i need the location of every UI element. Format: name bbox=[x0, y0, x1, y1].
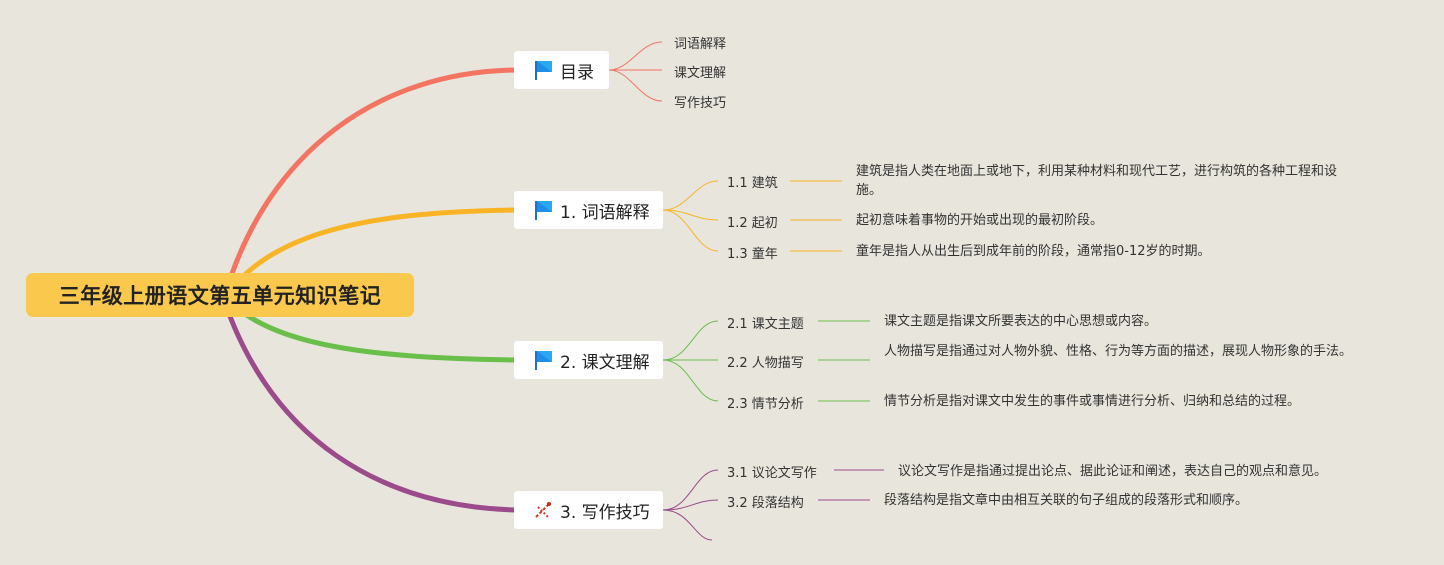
toc-item-text[interactable]: 课文理解 bbox=[674, 66, 727, 81]
text-item-character[interactable]: 2.2 人物描写 bbox=[727, 356, 804, 371]
writing-desc-argument: 议论文写作是指通过提出论点、据此论证和阐述，表达自己的观点和意见。 bbox=[898, 464, 1328, 479]
branch-text-label: 2. 课文理解 bbox=[560, 352, 650, 373]
connector-text-child bbox=[662, 359, 719, 402]
connector-root-vocab bbox=[225, 207, 518, 296]
vocab-item-qichu[interactable]: 1.2 起初 bbox=[727, 216, 778, 231]
flag-icon bbox=[532, 199, 554, 221]
text-item-plot[interactable]: 2.3 情节分析 bbox=[727, 397, 804, 412]
branch-writing[interactable]: 3. 写作技巧 bbox=[514, 491, 663, 529]
connector-writing-child bbox=[662, 509, 713, 541]
vocab-item-jianzhu[interactable]: 1.1 建筑 bbox=[727, 176, 778, 191]
toc-item-writing[interactable]: 写作技巧 bbox=[674, 96, 727, 111]
branch-toc-label: 目录 bbox=[560, 62, 594, 83]
connector-root-writing bbox=[221, 297, 518, 513]
writing-desc-paragraph: 段落结构是指文章中由相互关联的句子组成的段落形式和顺序。 bbox=[884, 493, 1249, 508]
connector-text-child bbox=[662, 320, 719, 361]
vocab-desc-jianzhu: 建筑是指人类在地面上或地下，利用某种材料和现代工艺，进行构筑的各种工程和设施。 bbox=[856, 164, 1338, 198]
vocab-desc-tongnian: 童年是指人从出生后到成年前的阶段，通常指0-12岁的时期。 bbox=[856, 244, 1211, 259]
toc-item-vocab[interactable]: 词语解释 bbox=[674, 37, 727, 52]
branch-toc[interactable]: 目录 bbox=[514, 51, 609, 89]
vocab-item-tongnian[interactable]: 1.3 童年 bbox=[727, 247, 778, 262]
text-item-theme[interactable]: 2.1 课文主题 bbox=[727, 317, 804, 332]
writing-item-argument[interactable]: 3.1 议论文写作 bbox=[727, 466, 817, 481]
root-topic-label: 三年级上册语文第五单元知识笔记 bbox=[58, 284, 382, 308]
branch-text[interactable]: 2. 课文理解 bbox=[514, 341, 663, 379]
flag-icon bbox=[532, 59, 554, 81]
text-desc-plot: 情节分析是指对课文中发生的事件或事情进行分析、归纳和总结的过程。 bbox=[884, 394, 1301, 409]
text-desc-theme: 课文主题是指课文所要表达的中心思想或内容。 bbox=[884, 314, 1158, 329]
text-desc-character: 人物描写是指通过对人物外貌、性格、行为等方面的描述，展现人物形象的手法。 bbox=[884, 344, 1353, 359]
connector-writing-child bbox=[662, 499, 719, 511]
flag-icon bbox=[532, 349, 554, 371]
connector-toc-child bbox=[608, 69, 663, 102]
branch-writing-label: 3. 写作技巧 bbox=[560, 502, 650, 523]
branch-vocab-label: 1. 词语解释 bbox=[560, 202, 650, 223]
writing-item-paragraph[interactable]: 3.2 段落结构 bbox=[727, 496, 804, 511]
connector-vocab-child bbox=[662, 180, 719, 211]
vocab-desc-qichu: 起初意味着事物的开始或出现的最初阶段。 bbox=[856, 213, 1104, 228]
branch-vocab[interactable]: 1. 词语解释 bbox=[514, 191, 663, 229]
root-topic[interactable]: 三年级上册语文第五单元知识笔记 bbox=[26, 273, 414, 317]
connector-toc-child bbox=[608, 41, 663, 71]
connector-root-toc bbox=[222, 67, 518, 298]
connector-writing-child bbox=[662, 469, 719, 511]
tools-icon bbox=[532, 499, 554, 521]
connector-vocab-child bbox=[662, 209, 719, 252]
